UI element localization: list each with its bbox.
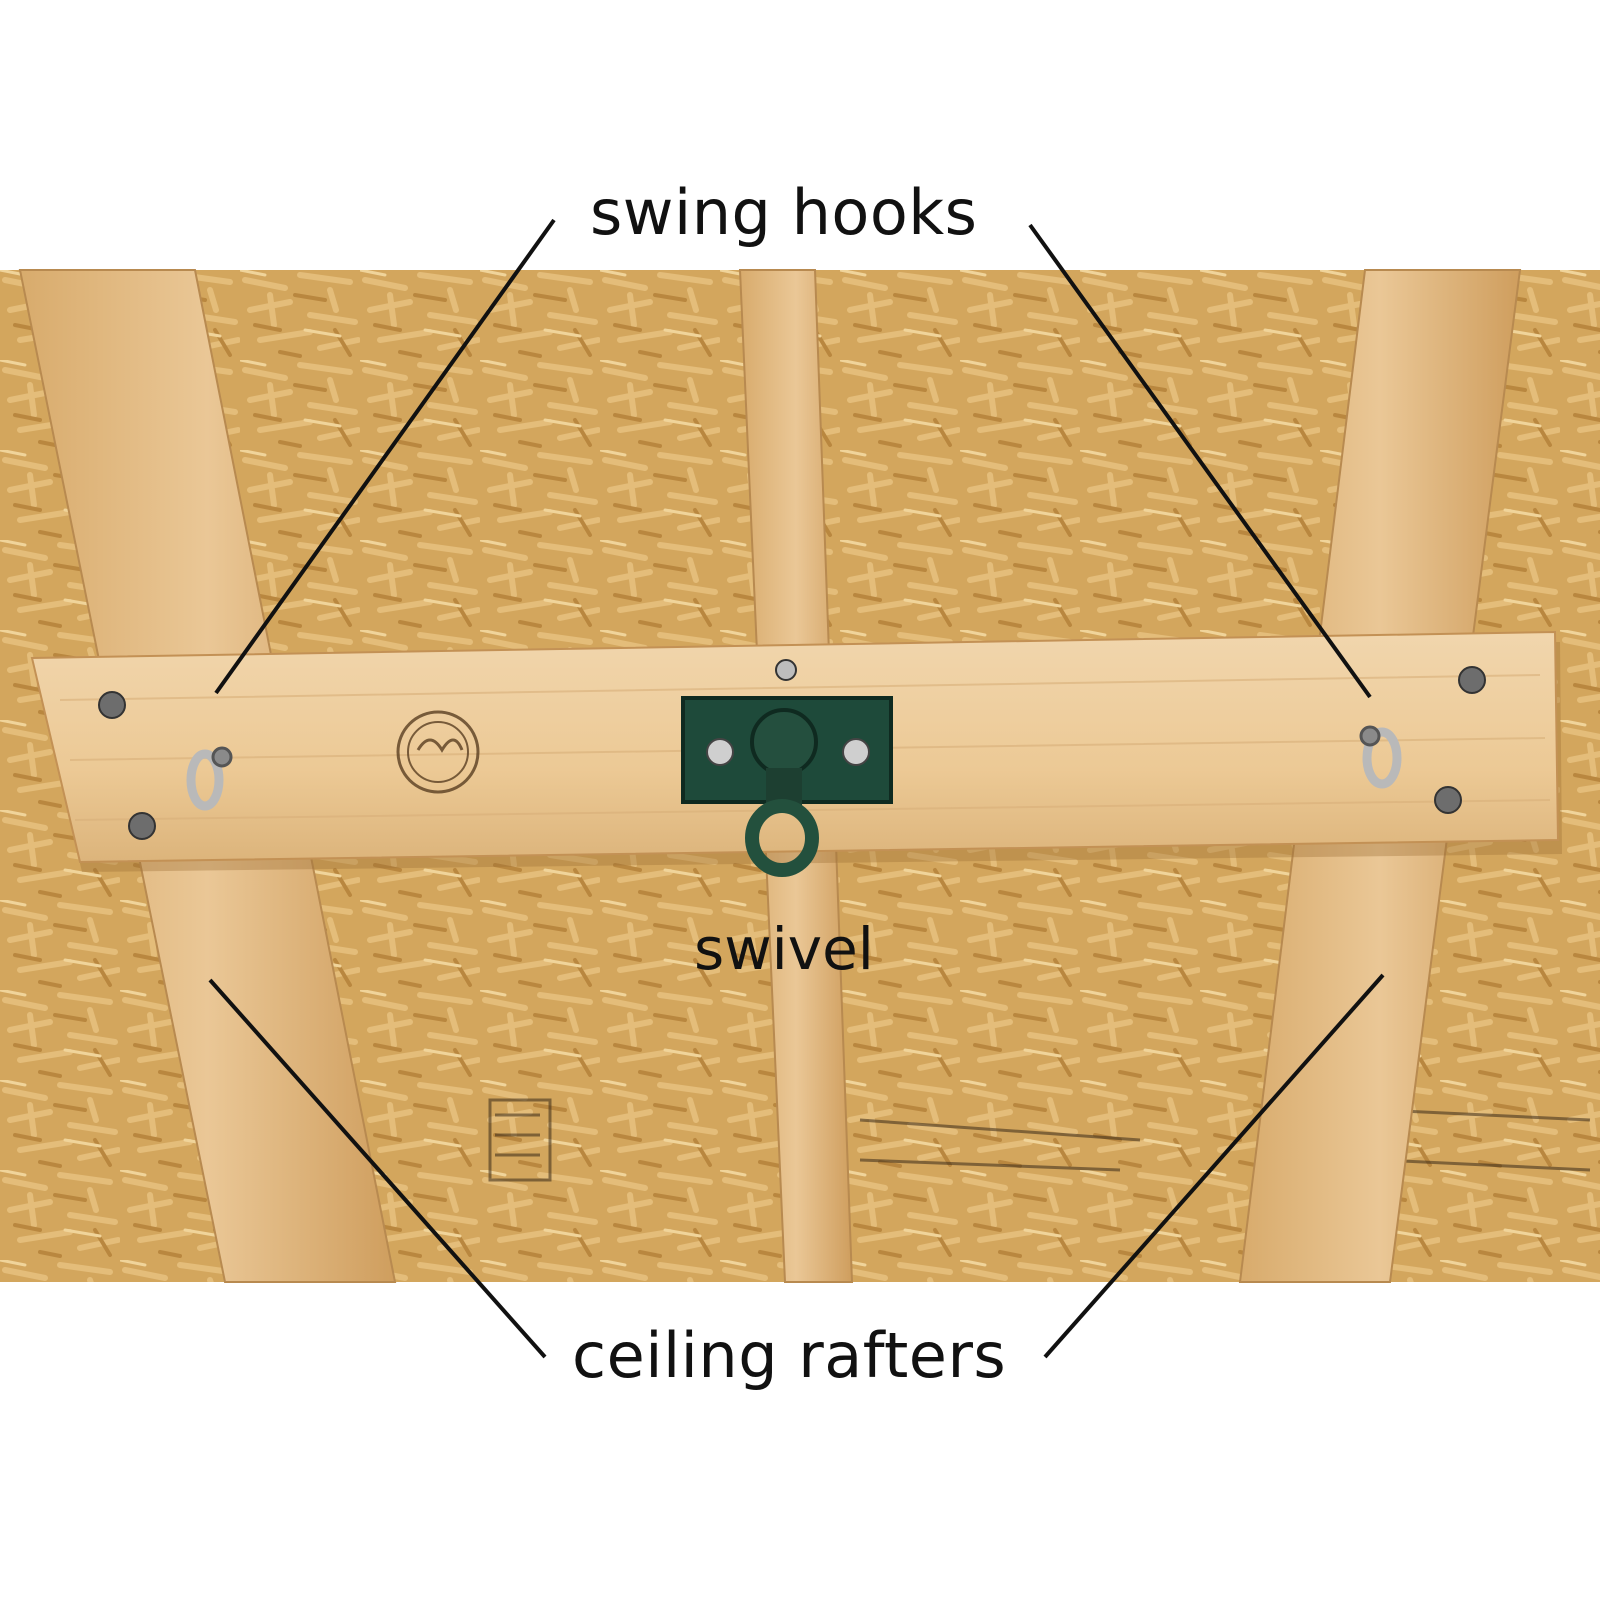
osb-stamps bbox=[488, 1098, 1591, 1182]
eye-bolt-hook bbox=[186, 746, 233, 811]
leader-lines bbox=[208, 218, 1385, 1359]
eye-bolt-hook bbox=[1359, 725, 1402, 789]
label-swing-hooks: swing hooks bbox=[590, 176, 978, 249]
board-screws bbox=[98, 659, 1486, 840]
logo-seal bbox=[396, 710, 480, 794]
label-ceiling-rafters: ceiling rafters bbox=[572, 1319, 1007, 1392]
label-swivel: swivel bbox=[694, 915, 874, 983]
swivel-bracket bbox=[681, 696, 893, 877]
